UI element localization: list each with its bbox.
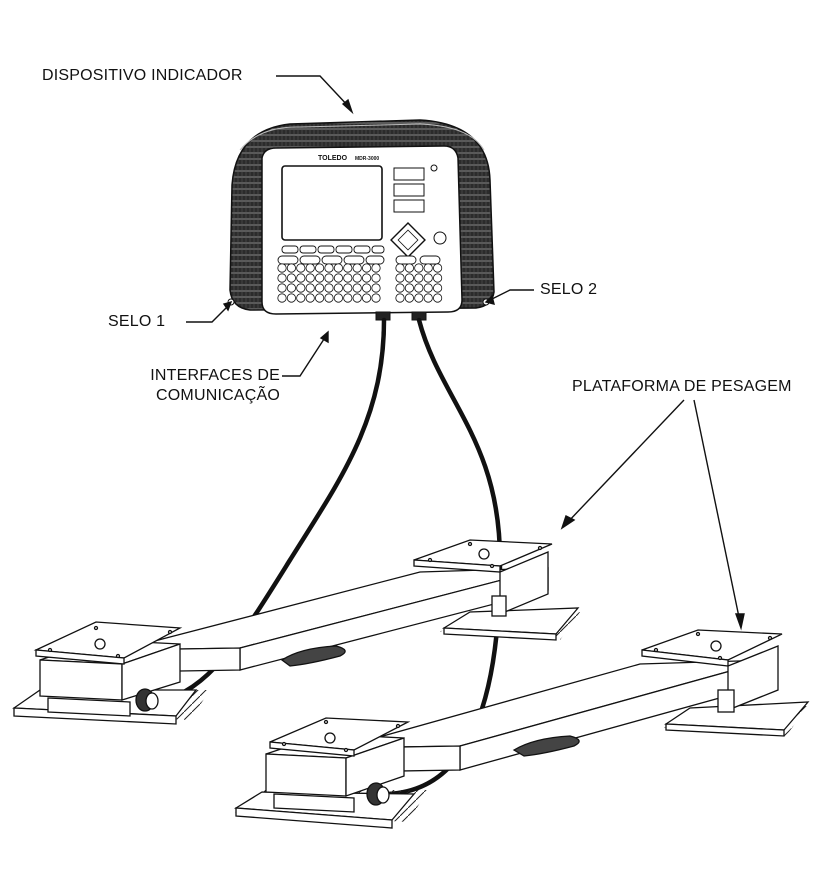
key	[361, 293, 372, 303]
key	[333, 283, 343, 293]
key	[423, 273, 433, 283]
cable-1	[155, 317, 387, 705]
key	[361, 263, 372, 273]
key	[296, 273, 306, 283]
key	[404, 293, 414, 303]
key	[314, 273, 325, 283]
key	[404, 283, 414, 293]
key	[414, 293, 424, 303]
label-seal-1: SELO 1	[108, 313, 166, 330]
key	[314, 263, 325, 273]
key	[277, 273, 287, 283]
key	[305, 283, 315, 293]
key	[296, 293, 306, 303]
key	[352, 293, 362, 303]
alphanumeric-keys	[277, 263, 443, 303]
key	[305, 273, 315, 283]
key	[395, 273, 405, 283]
function-key	[393, 183, 425, 197]
key	[286, 263, 296, 273]
label-weighing-platform: PLATAFORMA DE PESAGEM	[572, 378, 792, 395]
key	[343, 293, 353, 303]
key	[324, 263, 334, 273]
key	[324, 273, 334, 283]
enter-key-icon	[433, 231, 447, 245]
leader-lines	[186, 75, 745, 631]
key	[432, 273, 443, 283]
key	[414, 273, 424, 283]
weighing-platform-2	[232, 629, 810, 829]
key	[395, 293, 405, 303]
key	[404, 273, 414, 283]
key	[296, 263, 306, 273]
key	[277, 283, 287, 293]
key	[314, 293, 325, 303]
key	[333, 273, 343, 283]
key	[423, 283, 433, 293]
key	[296, 283, 306, 293]
label-indicator-device: DISPOSITIVO INDICADOR	[42, 67, 243, 84]
key	[277, 293, 287, 303]
key	[371, 283, 381, 293]
key	[333, 293, 343, 303]
key	[432, 263, 443, 273]
function-key	[393, 167, 425, 181]
key	[414, 263, 424, 273]
indicator-device: TOLEDO MDR-3000	[227, 119, 495, 321]
key	[371, 273, 381, 283]
key	[286, 283, 296, 293]
key	[432, 283, 443, 293]
key	[286, 293, 296, 303]
device-model: MDR-3000	[355, 156, 379, 162]
key	[352, 283, 362, 293]
label-interfaces-line2: COMUNICAÇÃO	[156, 387, 280, 404]
key	[324, 293, 334, 303]
key	[423, 263, 433, 273]
key	[343, 263, 353, 273]
key	[361, 283, 372, 293]
key	[343, 283, 353, 293]
key	[314, 283, 325, 293]
navigation-pad-icon	[390, 222, 426, 258]
key	[324, 283, 334, 293]
key	[277, 263, 287, 273]
keypad	[277, 245, 441, 265]
key	[395, 283, 405, 293]
device-display	[281, 165, 383, 241]
key	[333, 263, 343, 273]
key	[414, 283, 424, 293]
key	[395, 263, 405, 273]
key	[371, 263, 381, 273]
power-led-icon	[430, 164, 438, 172]
label-interfaces-line1: INTERFACES DE	[150, 367, 280, 384]
weighing-platform-1	[10, 539, 580, 725]
key	[305, 293, 315, 303]
key	[423, 293, 433, 303]
device-brand: TOLEDO	[318, 155, 348, 162]
key	[361, 273, 372, 283]
key	[352, 263, 362, 273]
key	[371, 293, 381, 303]
function-key	[393, 199, 425, 213]
key	[343, 273, 353, 283]
key	[404, 263, 414, 273]
key	[432, 293, 443, 303]
key	[286, 273, 296, 283]
key	[352, 273, 362, 283]
label-seal-2: SELO 2	[540, 281, 598, 298]
key	[305, 263, 315, 273]
